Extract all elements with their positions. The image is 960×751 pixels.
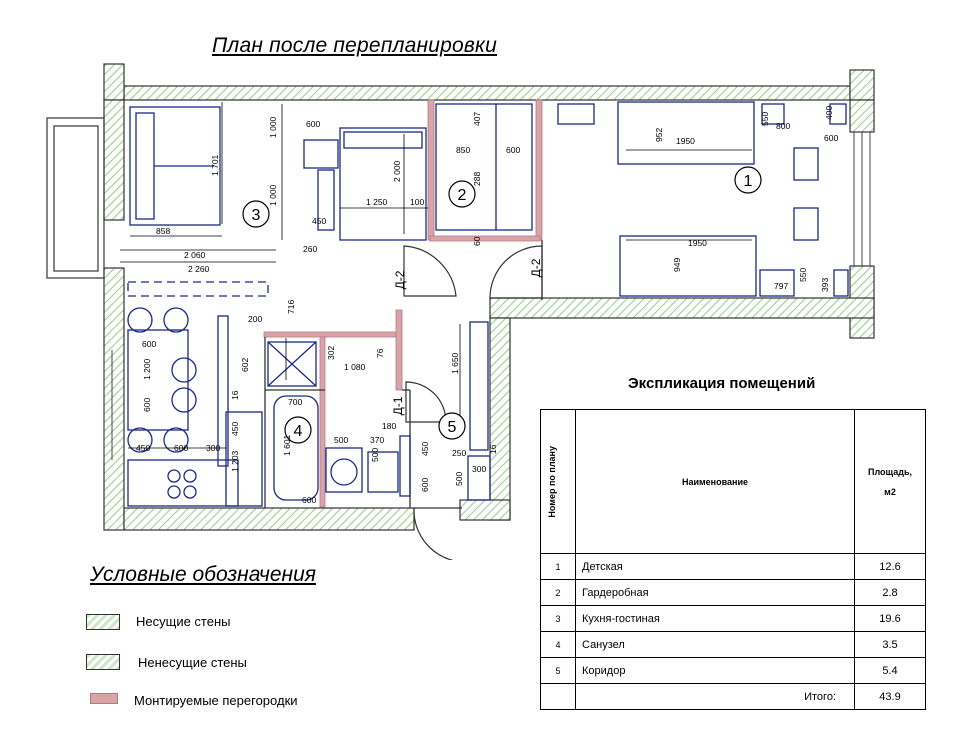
dimension-lines (120, 102, 752, 449)
dimension-text: 100 (410, 197, 424, 207)
dimension-text: 600 (174, 443, 188, 453)
room-marker-label-3: 3 (252, 207, 261, 224)
dimension-text: 370 (370, 435, 384, 445)
plan-title: План после перепланировки (212, 34, 498, 57)
explication-header-name: Наименование (575, 409, 855, 554)
dimension-text: 200 (248, 314, 262, 324)
room-marker-label-2: 2 (458, 187, 467, 204)
dimension-text: 716 (286, 300, 296, 314)
dimension-text: 450 (230, 422, 240, 436)
room-marker-label-1: 1 (744, 173, 753, 190)
partitions (263, 99, 543, 508)
dimension-text: 500 (454, 472, 464, 486)
dimension-text: 16 (488, 444, 498, 454)
dimension-text: 288 (472, 172, 482, 186)
explication-total-label: Итого: (575, 683, 855, 710)
room-markers (242, 166, 762, 444)
explication-total-row: Итого: 43.9 (540, 683, 926, 710)
explication-title: Экспликация помещений (628, 375, 816, 392)
furniture (127, 101, 849, 507)
dimension-text: 76 (375, 348, 385, 358)
room-marker-1 (734, 166, 762, 194)
explication-row: 1 Детская 12.6 (540, 553, 926, 580)
dimension-text: 400 (824, 106, 834, 120)
dimension-text: 260 (303, 244, 317, 254)
dimension-text: 1 000 (268, 116, 278, 138)
dimension-text: 302 (326, 346, 336, 360)
explication-table: Номер по плану Наименование Площадь,м2 1… (540, 409, 926, 710)
dimension-text: 700 (288, 397, 302, 407)
legend-title: Условные обозначения (90, 563, 316, 586)
dimension-text: 600 (302, 495, 316, 505)
dimension-text: 600 (506, 145, 520, 155)
dimension-text: 600 (306, 119, 320, 129)
dimension-text: 858 (156, 226, 170, 236)
balcony (46, 117, 105, 279)
legend-swatch-partition (90, 693, 118, 704)
dimension-text: 2 260 (188, 264, 210, 274)
room-marker-3 (242, 200, 270, 228)
dimension-text: 949 (672, 258, 682, 272)
dimension-text: 600 (420, 478, 430, 492)
dimension-text: 1950 (676, 136, 695, 146)
dimension-text: 2 000 (392, 160, 402, 182)
dimension-text: 407 (472, 112, 482, 126)
dimension-text: 550 (798, 268, 808, 282)
door-label: Д-2 (529, 258, 543, 277)
dimension-text: 550 (760, 112, 770, 126)
dimension-text: 602 (240, 358, 250, 372)
dimension-text: 2 060 (184, 250, 206, 260)
dimension-text: 500 (370, 448, 380, 462)
dimension-text: 797 (774, 281, 788, 291)
door-label: Д-2 (393, 270, 407, 289)
room-marker-label-5: 5 (448, 419, 457, 436)
legend-label-nonbearing: Ненесущие стены (138, 655, 247, 670)
dimension-text: 1 701 (210, 154, 220, 176)
dimension-text: 1 601 (282, 434, 292, 456)
dimension-text: 850 (456, 145, 470, 155)
bearing-walls (103, 63, 875, 531)
legend-swatch-nonbearing (86, 654, 120, 670)
dimension-text: 600 (824, 133, 838, 143)
dimension-text: 1 203 (230, 450, 240, 472)
explication-row: 5 Коридор 5.4 (540, 657, 926, 684)
explication-row: 3 Кухня-гостиная 19.6 (540, 605, 926, 632)
door-label: Д-1 (391, 396, 405, 415)
dimension-text: 393 (820, 278, 830, 292)
windows (103, 132, 871, 460)
dimension-text: 1 650 (450, 352, 460, 374)
legend-label-bearing: Несущие стены (136, 614, 231, 629)
dimension-text: 1 080 (344, 362, 366, 372)
explication-header-area: Площадь,м2 (854, 409, 926, 554)
room-marker-4 (284, 416, 312, 444)
dimension-text: 600 (142, 398, 152, 412)
dimension-text: 1 250 (366, 197, 388, 207)
dimension-text: 952 (654, 128, 664, 142)
legend-swatch-bearing (86, 614, 120, 630)
dimension-text: 180 (382, 421, 396, 431)
dimension-text: 60 (472, 236, 482, 246)
dimension-text: 1 000 (268, 184, 278, 206)
room-marker-label-4: 4 (294, 423, 303, 440)
dimension-text: 250 (452, 448, 466, 458)
dimension-text: 16 (230, 390, 240, 400)
explication-total-value: 43.9 (854, 683, 926, 710)
dimension-text: 800 (776, 121, 790, 131)
dimension-text: 500 (334, 435, 348, 445)
explication-header-num: Номер по плану (540, 409, 576, 554)
room-marker-5 (438, 412, 466, 440)
dimension-text: 600 (142, 339, 156, 349)
dimension-text: 450 (312, 216, 326, 226)
dimension-text: 450 (420, 442, 430, 456)
explication-row: 2 Гардеробная 2.8 (540, 579, 926, 606)
dimension-text: 300 (472, 464, 486, 474)
legend-label-partition: Монтируемые перегородки (134, 693, 298, 708)
explication-row: 4 Санузел 3.5 (540, 631, 926, 658)
dimension-text: 1 200 (142, 358, 152, 380)
dimension-text: 300 (206, 443, 220, 453)
dimension-text: 1950 (688, 238, 707, 248)
room-marker-2 (448, 180, 476, 208)
dimension-text: 450 (136, 443, 150, 453)
floor-plan: 1 2 3 4 5 Д-2 Д-2 Д-1 600 1 000 1 701 2 … (46, 63, 875, 560)
